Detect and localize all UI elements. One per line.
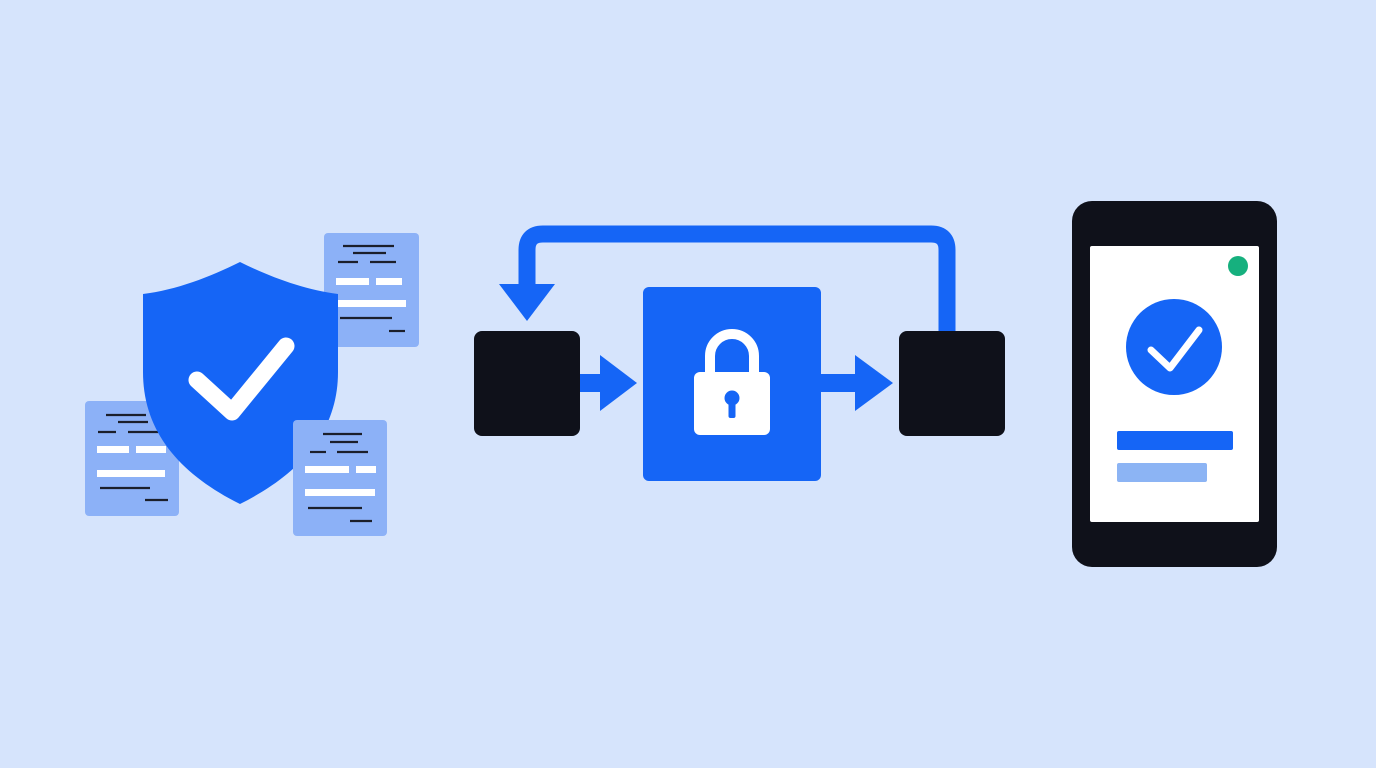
confirm-bar	[1117, 431, 1233, 450]
encryption-flow	[474, 225, 1005, 481]
document-icon	[85, 401, 179, 516]
source-block	[474, 331, 580, 436]
lock-box	[643, 287, 821, 481]
destination-block	[899, 331, 1005, 436]
loop-arrow-head-icon	[499, 284, 555, 321]
padlock-icon	[694, 329, 770, 435]
document-icon	[293, 420, 387, 536]
mobile-phone	[1072, 201, 1277, 567]
arrow-right-icon	[580, 355, 637, 411]
secondary-bar	[1117, 463, 1207, 482]
status-dot-icon	[1228, 256, 1248, 276]
check-circle-icon	[1126, 299, 1222, 395]
shield-document-group	[85, 233, 419, 536]
shield-check-icon	[143, 262, 338, 504]
arrow-right-icon	[821, 355, 893, 411]
return-loop-arrow	[518, 225, 956, 333]
document-icon	[324, 233, 419, 347]
